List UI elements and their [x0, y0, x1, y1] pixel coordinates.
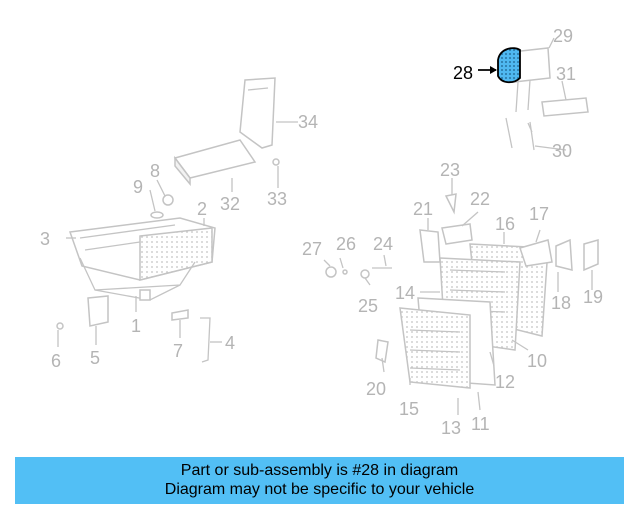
callout-22: 22	[470, 189, 490, 209]
small-parts-left	[56, 158, 280, 363]
callout-34: 34	[298, 112, 318, 132]
middle-small-parts	[325, 266, 392, 279]
callout-7: 7	[173, 341, 183, 361]
callout-32: 32	[220, 194, 240, 214]
part-28-highlight[interactable]	[497, 47, 521, 84]
callout-1: 1	[131, 316, 141, 336]
callout-3: 3	[40, 229, 50, 249]
callout-18: 18	[551, 293, 571, 313]
callout-23: 23	[440, 160, 460, 180]
callout-9: 9	[133, 177, 143, 197]
callout-27: 27	[302, 239, 322, 259]
headrest-group	[505, 37, 589, 151]
seat-back-panel	[239, 77, 276, 149]
callout-31: 31	[556, 64, 576, 84]
callout-16: 16	[495, 214, 515, 234]
callout-19: 19	[583, 287, 603, 307]
callout-30: 30	[552, 141, 572, 161]
callout-8: 8	[150, 161, 160, 181]
armrest	[173, 139, 257, 187]
callout-14: 14	[395, 283, 415, 303]
callout-11: 11	[471, 414, 490, 434]
callout-2: 2	[197, 199, 207, 219]
callout-33: 33	[267, 189, 287, 209]
rear-seat-back-assembly	[375, 193, 599, 389]
callout-13: 13	[441, 418, 461, 438]
callout-21: 21	[413, 199, 433, 219]
callout-4: 4	[225, 333, 235, 353]
callout-15: 15	[399, 399, 419, 419]
callout-10: 10	[527, 351, 547, 371]
callout-12: 12	[495, 372, 515, 392]
callout-25: 25	[358, 296, 378, 316]
parts-diagram: 1 2 3 4 5 6 7 8 9 10 11 12 13 14 15 16 1…	[40, 26, 603, 438]
banner-line-1: Part or sub-assembly is #28 in diagram	[180, 462, 459, 479]
callout-29: 29	[553, 26, 573, 46]
seat-cushion-assembly	[68, 217, 216, 301]
banner-line-2: Diagram may not be specific to your vehi…	[164, 481, 475, 498]
callout-28: 28	[453, 63, 473, 83]
leader-lines	[57, 80, 593, 415]
callout-24: 24	[373, 234, 393, 254]
callout-labels: 1 2 3 4 5 6 7 8 9 10 11 12 13 14 15 16 1…	[40, 26, 603, 438]
callout-17: 17	[529, 204, 549, 224]
callout-20: 20	[366, 379, 386, 399]
callout-28-arrowhead	[490, 66, 497, 74]
callout-26: 26	[336, 234, 356, 254]
callout-6: 6	[51, 351, 61, 371]
callout-5: 5	[90, 348, 100, 368]
info-banner: Part or sub-assembly is #28 in diagram D…	[15, 457, 624, 504]
